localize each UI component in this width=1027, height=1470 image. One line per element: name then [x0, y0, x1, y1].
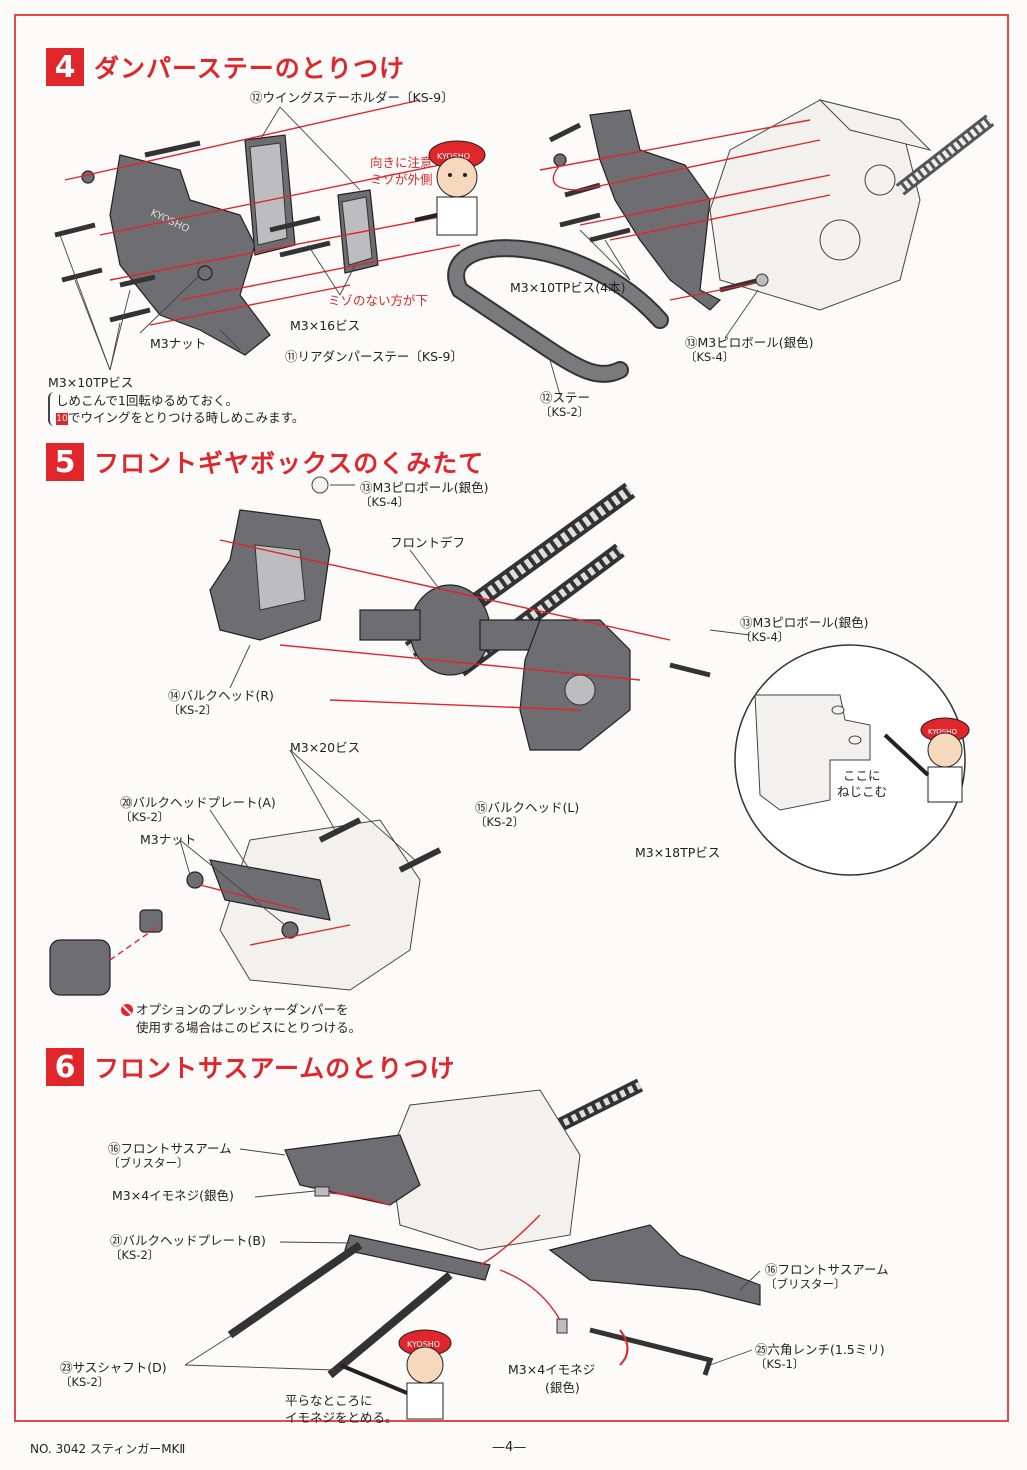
front-gearbox-diagram [209, 476, 711, 751]
pillow-ball-label-s4: ⑬M3ピロボール(銀色) 〔KS-4〕 [685, 335, 814, 364]
m3x18-tp-screw-label: M3×18TPビス [635, 845, 721, 860]
footer-model: NO. 3042 スティンガーMKⅡ [30, 1442, 186, 1456]
tighten-note: しめこんで1回転ゆるめておく。 10でウイングをとりつける時しめこみます。 [48, 392, 310, 426]
set-screw-bottom-2: (銀色) [545, 1380, 580, 1395]
wing-stay-holder-label: ⑫ウイングステーホルダー〔KS-9〕 [250, 90, 454, 105]
sus-shaft-2 [327, 1271, 453, 1379]
option-note-1: オプションのプレッシャーダンパーを [136, 1002, 349, 1017]
pressure-damper [49, 939, 111, 996]
hex-wrench-label: ㉕六角レンチ(1.5ミリ) 〔KS-1〕 [755, 1342, 885, 1371]
page-frame [14, 14, 1009, 1422]
screw-here-2: ねじこむ [837, 784, 888, 799]
svg-text:KYOSHO: KYOSHO [407, 1340, 440, 1349]
section-title: ダンパーステーのとりつけ [94, 54, 406, 83]
bulkhead-r-label: ⑭バルクヘッド(R) 〔KS-2〕 [168, 688, 274, 717]
m3x16-screw-label: M3×16ビス [290, 318, 361, 333]
attention-note-1: 向きに注意 [370, 155, 433, 170]
assembly-arrows [64, 99, 461, 326]
warning-icon [121, 1004, 133, 1016]
section-6-header: 6 フロントサスアームのとりつけ [46, 1048, 456, 1086]
sus-shaft-label: ㉓サスシャフト(D) 〔KS-2〕 [60, 1360, 167, 1389]
m3x20-screw-label: M3×20ビス [290, 740, 361, 755]
set-screw-bottom-1: M3×4イモネジ [508, 1362, 596, 1377]
m3x4-set-screw-label: M3×4イモネジ(銀色) [112, 1188, 234, 1203]
damper-stay-diagram: KYOSHO [54, 99, 461, 371]
m3x10-tp-screw-4-label: M3×10TPビス(4本) [510, 280, 626, 295]
gearbox-front [389, 1089, 581, 1251]
flat-note-1: 平らなところに [285, 1393, 373, 1408]
section-title: フロントサスアームのとりつけ [94, 1054, 456, 1083]
bulkhead-l-label: ⑮バルクヘッド(L) 〔KS-2〕 [475, 800, 580, 829]
section-4-header: 4 ダンパーステーのとりつけ [46, 48, 405, 86]
stay-label: ⑫ステー 〔KS-2〕 [540, 390, 591, 419]
bulkhead-plate-diagram [49, 749, 442, 996]
leaders [59, 106, 361, 371]
section-number: 4 [46, 48, 84, 86]
front-sus-arm-left [284, 1134, 421, 1206]
section-5-header: 5 フロントギヤボックスのくみたて [46, 443, 484, 481]
section-title: フロントギヤボックスのくみたて [94, 449, 485, 478]
m3x10-tp-screw-label: M3×10TPビス [48, 375, 134, 390]
screws [54, 140, 331, 323]
screw-here-1: ここに [843, 768, 881, 783]
bulkhead-plate-a [209, 859, 331, 921]
pillow-ball-right-label: ⑬M3ピロボール(銀色) 〔KS-4〕 [740, 615, 869, 644]
pillow-ball-top-label: ⑬M3ピロボール(銀色) 〔KS-4〕 [360, 480, 489, 509]
m3-nut-label: M3ナット [150, 336, 207, 351]
kyosho-mascot-icon: KYOSHO [339, 1329, 452, 1420]
sus-shaft-1 [227, 1241, 363, 1339]
rear-damper-stay-plate [109, 154, 271, 356]
bulkhead-plate-a-label: ⑳バルクヘッドプレート(A) 〔KS-2〕 [120, 795, 276, 824]
rear-damper-stay-label: ⑪リアダンパーステー〔KS-9〕 [285, 349, 463, 364]
flat-note-2: イモネジをとめる。 [285, 1410, 398, 1425]
kyosho-mascot-icon: KYOSHO [883, 717, 970, 803]
bulkhead-plate-b [344, 1234, 491, 1281]
footer-page-number: —4— [492, 1440, 527, 1455]
screw-detail-callout [709, 629, 966, 876]
front-sus-arm-right [548, 1224, 761, 1306]
groove-down-note: ミゾのない方が下 [328, 293, 429, 308]
section-number: 5 [46, 443, 84, 481]
section-number: 6 [46, 1048, 84, 1086]
front-diff-label: フロントデフ [390, 535, 466, 550]
front-sus-arm-right-label: ⑯フロントサスアーム 〔ブリスター〕 [765, 1262, 889, 1291]
svg-text:KYOSHO: KYOSHO [437, 152, 470, 161]
gearbox-stay-diagram [447, 99, 995, 396]
front-sus-arm-left-label: ⑯フロントサスアーム 〔ブリスター〕 [108, 1141, 232, 1170]
m3-nut-label-s5: M3ナット [140, 832, 197, 847]
bulkhead-plate-b-label: ㉑バルクヘッドプレート(B) 〔KS-2〕 [110, 1233, 266, 1262]
attention-note-2: ミゾが外側 [370, 172, 433, 187]
hex-wrench-icon [589, 1327, 714, 1376]
option-note-2: 使用する場合はこのビスにとりつける。 [136, 1020, 362, 1035]
front-sus-arm-diagram [184, 1078, 761, 1379]
step-ref-badge: 10 [56, 412, 68, 425]
kyosho-mascot-icon: KYOSHO [414, 140, 486, 236]
svg-text:KYOSHO: KYOSHO [928, 728, 957, 736]
